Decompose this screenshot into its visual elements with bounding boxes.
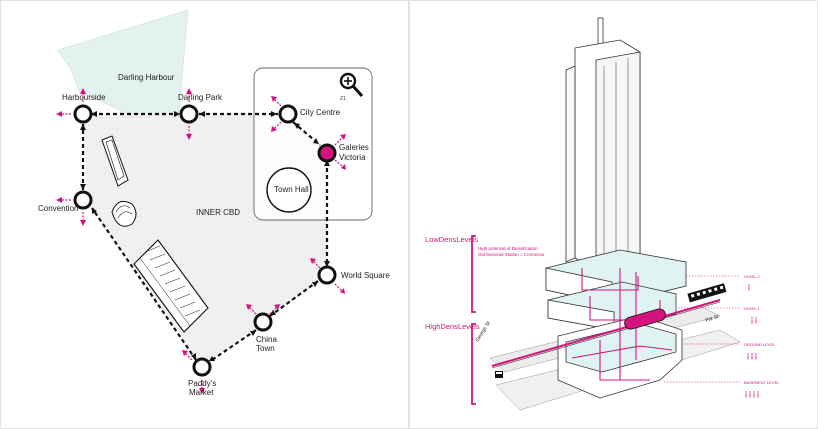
station-harbourside[interactable]: Harbourside [62,93,106,124]
inner-cbd-label: INNER CBD [196,208,240,217]
station-label: Darling Park [178,93,223,102]
street-pitt: Pitt St [705,314,720,324]
station-label: Town [256,344,275,353]
station-darling-park[interactable]: Darling Park [178,93,223,124]
station-label: Paddy's [188,379,216,388]
note-line-1: High potential of Densification [478,246,538,251]
level-1-label: LEVEL 1 [744,306,760,311]
station-label: World Square [341,271,390,280]
network-map: Darling Harbour INNER CBD Z1 Town Hall [38,9,390,397]
zoom-magnifier-icon [339,72,364,98]
basement-level-label: BASEMENT LEVEL [744,380,780,385]
station-label: Harbourside [62,93,106,102]
building-block [101,135,129,187]
train-icon [495,371,503,378]
convention-centre-building [111,200,137,227]
note-line-2: Old Monorail Station = Connector [478,252,545,257]
building-block-inner [105,139,125,181]
access-arrow-tips [56,88,346,394]
route-worldsquare-chinatown [269,280,319,317]
station-china-town[interactable]: China Town [253,312,277,353]
level-2-label: LEVEL 2 [744,274,760,279]
route-paddys-convention [91,207,197,361]
station-label: City Centre [300,108,341,117]
route-arrowheads [80,111,330,361]
podium [545,249,687,399]
ground-level-label: GROUND LEVEL [744,342,776,347]
station-label: China [256,335,277,344]
convention-centre-roof [115,205,133,219]
station-label: Market [189,388,214,397]
level-leaders [664,275,740,383]
density-brackets [471,235,476,405]
town-hall-circle [266,167,312,213]
station-city-centre[interactable]: City Centre [278,104,341,124]
monorail-train [687,283,727,303]
darling-harbour-label: Darling Harbour [118,73,175,82]
station-convention[interactable]: Convention [38,190,93,213]
high-density-label: HighDensLevels [425,322,480,331]
low-density-label: LowDensLevels [425,235,478,244]
station-label: Convention [38,204,78,213]
route-chinatown-paddys [208,329,257,363]
station-label: Victoria [339,153,366,162]
station-label: Galeries [339,143,369,152]
monorail-line [491,283,727,369]
station-world-square[interactable]: World Square [317,265,390,285]
tower [565,17,641,271]
town-hall-label: Town Hall [274,185,309,194]
station-paddys-market[interactable]: Paddy's Market [188,357,216,397]
building-section: George St Pitt St LowDensLevels HighDens… [425,17,780,411]
people-icons [744,283,760,398]
market-building [133,239,209,333]
station-galeries-victoria[interactable]: Galeries Victoria [317,143,369,163]
zoom-label: Z1 [340,96,346,102]
